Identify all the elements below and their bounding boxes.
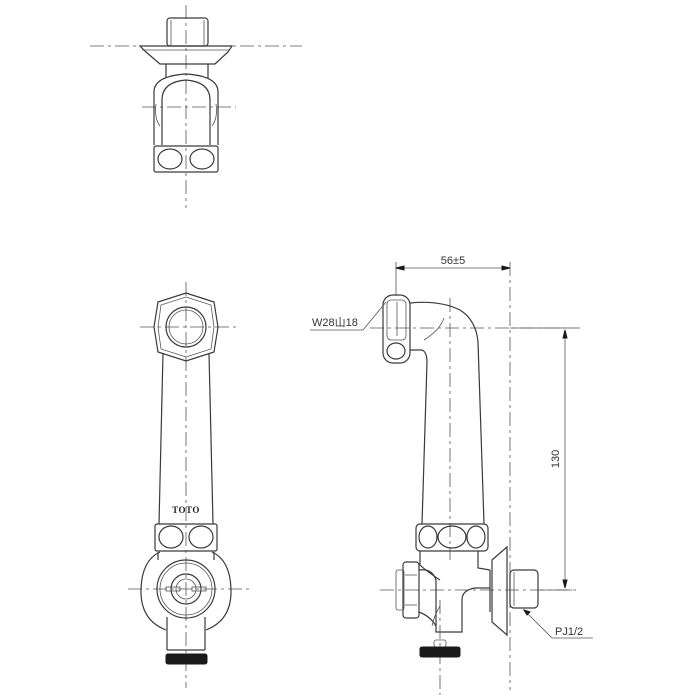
dimension-horizontal: 56±5: [441, 255, 465, 267]
side-view: 56±5 130 W28山18 PJ1/2: [310, 255, 593, 695]
brand-mark: TOTO: [172, 505, 200, 515]
dimension-vertical: 130: [550, 450, 562, 468]
front-view: TOTO: [128, 282, 252, 688]
top-view: [90, 5, 302, 208]
callout-top-thread: W28山18: [312, 316, 358, 329]
callout-bottom-thread: PJ1/2: [555, 626, 583, 638]
